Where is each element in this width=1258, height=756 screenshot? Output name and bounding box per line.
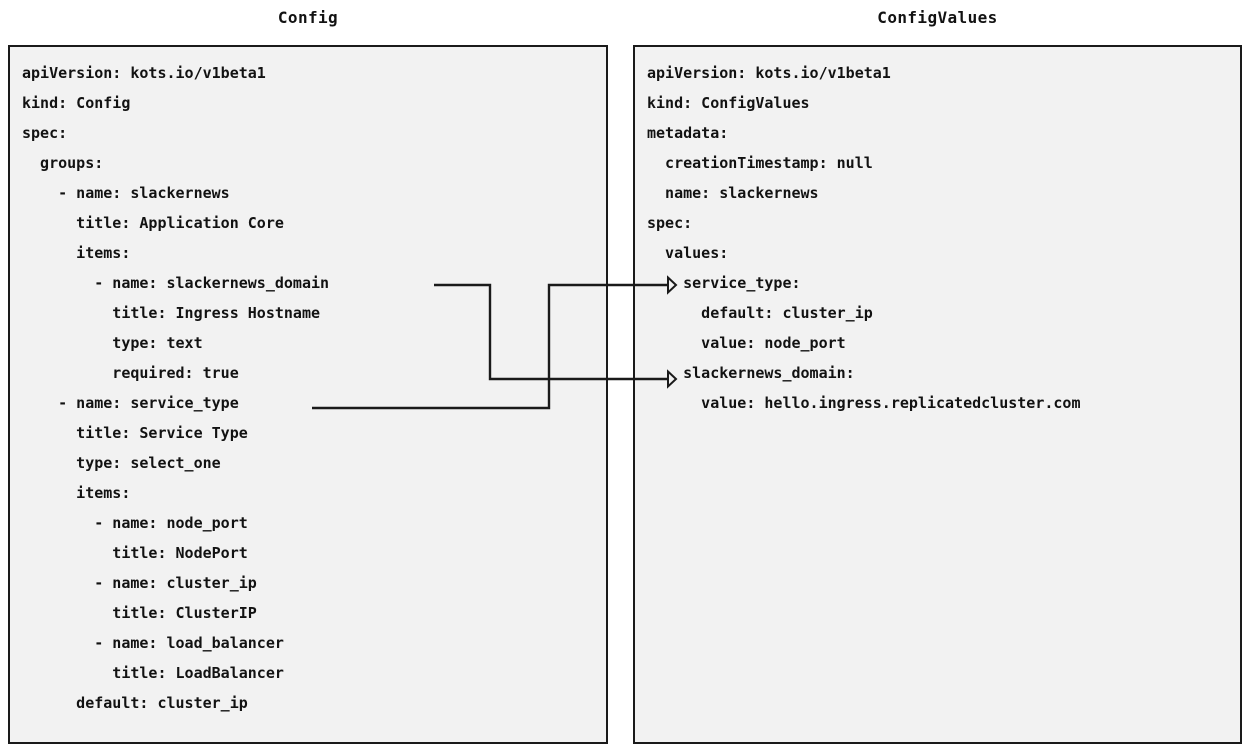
config-column-heading: Config — [277, 8, 339, 27]
config-values-yaml-code: apiVersion: kots.io/v1beta1 kind: Config… — [647, 64, 1081, 412]
config-yaml-code: apiVersion: kots.io/v1beta1 kind: Config… — [22, 64, 330, 712]
config-values-yaml-panel: apiVersion: kots.io/v1beta1 kind: Config… — [633, 45, 1242, 744]
config-yaml-panel: apiVersion: kots.io/v1beta1 kind: Config… — [8, 45, 608, 744]
config-values-column-heading: ConfigValues — [877, 8, 998, 27]
